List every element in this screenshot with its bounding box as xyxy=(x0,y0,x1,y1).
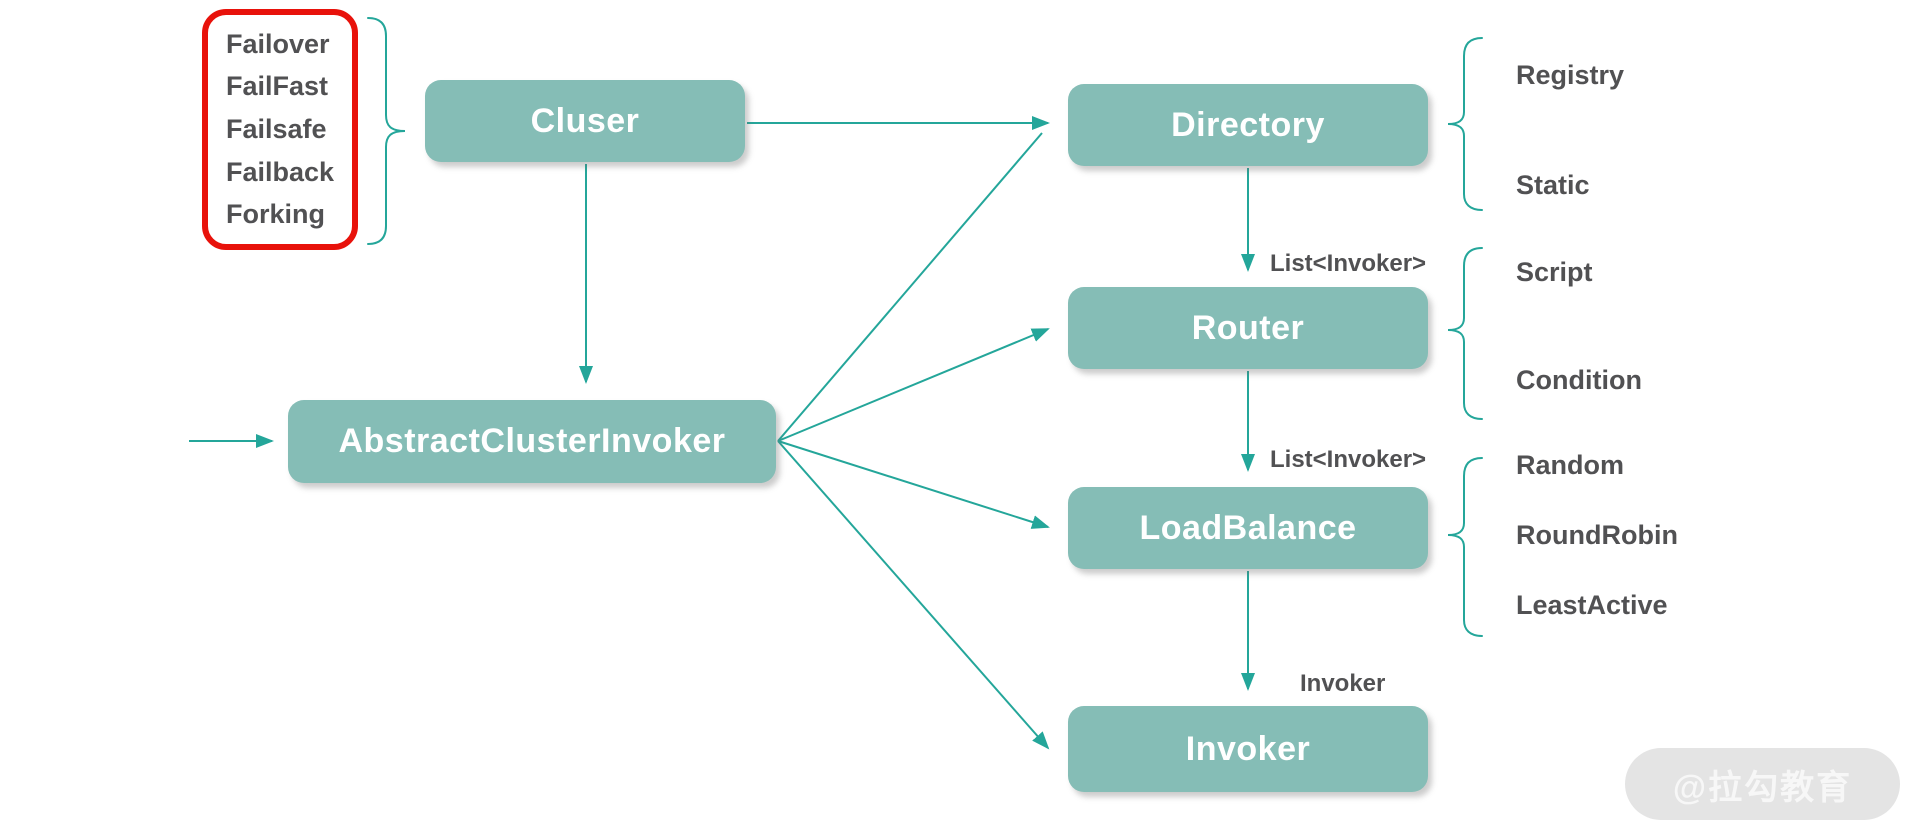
directory-type-registry: Registry xyxy=(1516,60,1625,90)
node-abstract-cluster-invoker: AbstractClusterInvoker xyxy=(288,400,776,483)
loadbalance-type-random: Random xyxy=(1516,450,1624,480)
line-abstract-to-directory-icon xyxy=(777,132,1043,442)
brace-router-types-icon xyxy=(1447,247,1483,420)
strategy-failsafe: Failsafe xyxy=(226,113,327,144)
arrow-abstract-to-loadbalance-icon xyxy=(777,440,1050,529)
brace-loadbalance-types-icon xyxy=(1447,457,1483,637)
watermark-badge: @拉勾教育 xyxy=(1625,748,1900,820)
edge-label-list-invoker-2: List<Invoker> xyxy=(1270,446,1427,473)
loadbalance-type-leastactive: LeastActive xyxy=(1516,590,1668,620)
router-type-condition: Condition xyxy=(1516,365,1642,395)
arrow-abstract-to-invoker-icon xyxy=(777,440,1050,750)
node-directory: Directory xyxy=(1068,84,1428,166)
strategy-failover: Failover xyxy=(226,28,330,59)
loadbalance-type-roundrobin: RoundRobin xyxy=(1516,520,1678,550)
router-type-script: Script xyxy=(1516,257,1593,287)
directory-type-static: Static xyxy=(1516,170,1590,200)
arrow-abstract-to-router-icon xyxy=(777,328,1050,442)
edge-label-invoker: Invoker xyxy=(1300,670,1386,697)
cluster-strategy-list: Failover FailFast Failsafe Failback Fork… xyxy=(202,9,358,250)
strategy-forking: Forking xyxy=(226,199,325,230)
brace-cluster-strategies-icon xyxy=(367,17,406,245)
node-cluster: Cluser xyxy=(425,80,745,162)
strategy-failback: Failback xyxy=(226,156,335,187)
node-loadbalance: LoadBalance xyxy=(1068,487,1428,569)
brace-directory-types-icon xyxy=(1447,37,1483,211)
edge-label-list-invoker-1: List<Invoker> xyxy=(1270,250,1427,277)
node-router: Router xyxy=(1068,287,1428,369)
node-invoker: Invoker xyxy=(1068,706,1428,792)
strategy-failfast: FailFast xyxy=(226,71,329,102)
